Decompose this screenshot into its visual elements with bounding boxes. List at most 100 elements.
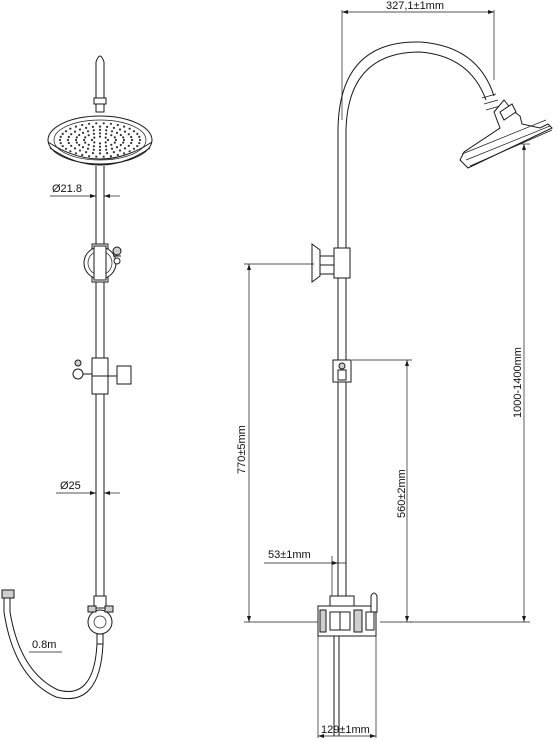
overall-height-dimension: 770±5mm <box>236 263 318 623</box>
rose-nozzle <box>104 141 107 144</box>
diameter-25-dimension: Ø25 <box>56 480 120 495</box>
rose-nozzle <box>84 136 87 139</box>
rose-nozzle <box>98 135 102 138</box>
hose-front: 0.8m <box>1 589 104 699</box>
rose-nozzle <box>105 129 108 132</box>
valve-offset-label: 53±1mm <box>268 549 311 561</box>
rose-nozzle <box>85 151 88 154</box>
rose-nozzle <box>95 122 98 125</box>
height-range-dimension: 1000-1400mm <box>410 143 530 623</box>
rose-nozzle <box>130 135 133 139</box>
rose-nozzle <box>122 136 125 139</box>
rose-nozzle <box>122 141 125 144</box>
rose-nozzle <box>67 141 70 145</box>
diameter-21-8-dimension: Ø21.8 <box>50 183 120 198</box>
side-view: 327,1±1mm <box>236 0 553 738</box>
rose-nozzle <box>73 130 77 133</box>
rose-nozzle <box>102 122 105 125</box>
rose-nozzle <box>128 150 131 153</box>
rose-nozzle <box>130 138 134 142</box>
rose-nozzle <box>106 138 110 142</box>
rose-nozzle <box>123 147 127 150</box>
shower-head-front <box>47 115 153 166</box>
rose-nozzle <box>81 153 84 157</box>
rose-nozzle <box>132 147 136 150</box>
rose-nozzle <box>136 132 139 135</box>
rose-nozzle <box>112 151 115 154</box>
rose-nozzle <box>106 152 109 155</box>
rose-nozzle <box>78 128 82 131</box>
rose-nozzle <box>78 149 82 152</box>
rose-nozzle <box>98 149 102 152</box>
slider-height-label: 560±2mm <box>396 469 408 518</box>
rose-nozzle <box>106 125 109 128</box>
rose-nozzle <box>93 141 96 144</box>
rose-nozzle <box>86 147 90 150</box>
arm-reach-label: 327,1±1mm <box>386 0 444 12</box>
rose-nozzle <box>110 147 114 150</box>
rose-nozzle <box>92 129 95 132</box>
slider-side <box>332 359 352 383</box>
rose-nozzle <box>136 145 139 148</box>
rose-nozzle <box>127 144 130 147</box>
gooseneck-arm <box>337 41 501 250</box>
rose-nozzle <box>81 131 85 134</box>
rose-nozzle <box>92 145 95 148</box>
rose-nozzle <box>130 141 133 145</box>
rose-nozzle <box>112 126 115 129</box>
diameter-21-8-label: Ø21.8 <box>52 183 82 195</box>
rose-nozzle <box>98 142 102 145</box>
rose-nozzle <box>75 136 78 139</box>
rose-nozzle <box>73 147 77 150</box>
rose-nozzle <box>87 134 90 137</box>
rose-nozzle <box>109 122 112 125</box>
rose-nozzle <box>74 125 77 128</box>
rose-nozzle <box>115 131 119 134</box>
rose-nozzle <box>116 153 119 157</box>
rose-nozzle <box>98 152 102 155</box>
wall-bracket-front <box>83 243 122 283</box>
rose-nozzle <box>66 138 70 142</box>
rose-nozzle <box>88 122 91 125</box>
rose-nozzle <box>98 128 102 131</box>
rose-nozzle <box>95 155 98 158</box>
rose-nozzle <box>110 143 113 146</box>
valve-offset-dimension: 53±1mm <box>264 549 346 600</box>
rose-nozzle <box>119 133 122 137</box>
front-view: Ø21.8 Ø25 <box>1 55 153 699</box>
rose-nozzle <box>70 133 73 136</box>
shower-head-side <box>459 99 553 169</box>
rose-nozzle <box>128 127 131 130</box>
rose-nozzle <box>113 141 116 144</box>
rose-nozzle <box>58 138 62 142</box>
rose-nozzle <box>64 130 68 133</box>
rose-nozzle <box>105 132 108 135</box>
rose-nozzle <box>59 135 62 138</box>
rose-nozzle <box>69 150 72 153</box>
rose-nozzle <box>123 130 127 133</box>
arm-reach-dimension: 327,1±1mm <box>341 0 495 120</box>
riser-pipe-side <box>337 250 347 598</box>
rose-nozzle <box>138 135 141 138</box>
wall-bracket-side <box>311 243 351 283</box>
rose-nozzle <box>85 126 88 129</box>
rose-nozzle <box>119 143 122 147</box>
valve-centres-dimension: 129±1mm <box>317 636 377 738</box>
slider-height-dimension: 560±2mm <box>352 359 412 623</box>
rose-nozzle <box>138 138 142 142</box>
rose-nozzle <box>102 155 105 158</box>
valve-side <box>317 592 378 736</box>
rose-nozzle <box>74 152 77 155</box>
rose-nozzle <box>59 142 62 145</box>
rose-nozzle <box>61 132 64 135</box>
rose-nozzle <box>70 144 73 147</box>
rose-nozzle <box>123 125 126 128</box>
rose-nozzle <box>105 148 108 151</box>
rose-nozzle <box>74 138 78 142</box>
rose-nozzle <box>75 141 78 144</box>
diameter-25-label: Ø25 <box>60 480 81 492</box>
rose-nozzle <box>64 147 68 150</box>
rose-nozzle <box>82 138 86 142</box>
rose-nozzle <box>81 123 84 127</box>
rose-nozzle <box>114 138 118 142</box>
